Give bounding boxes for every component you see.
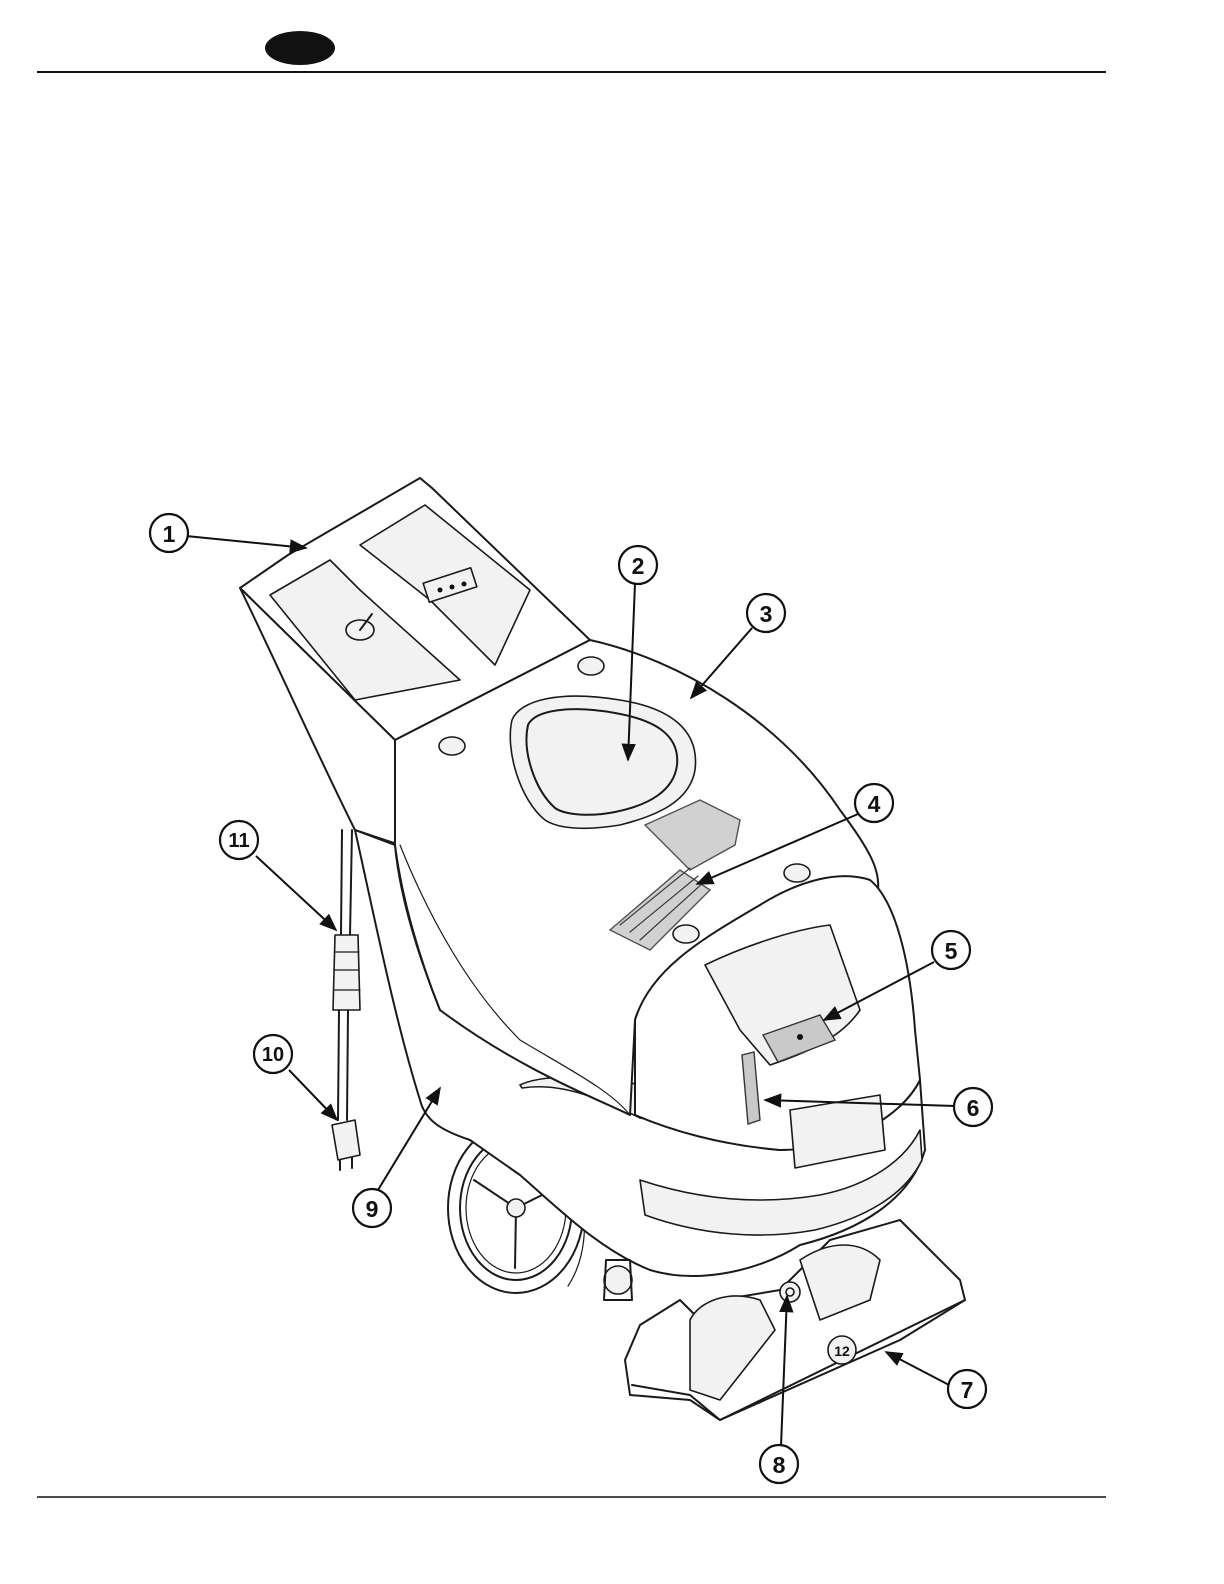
svg-text:6: 6 xyxy=(967,1095,980,1121)
drain-valve xyxy=(780,1282,800,1302)
power-plug xyxy=(332,1120,360,1160)
svg-text:8: 8 xyxy=(773,1452,786,1478)
callout-2: 2 xyxy=(619,546,657,584)
svg-text:1: 1 xyxy=(163,521,176,547)
tank-knob xyxy=(784,864,810,882)
callout-7: 7 xyxy=(948,1370,986,1408)
svg-text:7: 7 xyxy=(961,1377,974,1403)
svg-text:11: 11 xyxy=(228,830,249,852)
callout-4: 4 xyxy=(855,784,893,822)
svg-text:3: 3 xyxy=(760,601,773,627)
carpet-extractor-illustration: 12 xyxy=(240,478,965,1420)
svg-text:4: 4 xyxy=(868,791,881,817)
callout-1: 1 xyxy=(150,514,188,552)
tank-knob xyxy=(439,737,465,755)
language-badge xyxy=(265,31,335,65)
page-header xyxy=(37,31,1106,72)
tank-knob xyxy=(578,657,604,675)
tank-knob xyxy=(673,925,699,943)
svg-text:2: 2 xyxy=(632,553,645,579)
callout-11: 11 xyxy=(220,821,258,859)
svg-text:5: 5 xyxy=(945,938,958,964)
callout-8: 8 xyxy=(760,1445,798,1483)
callout-10: 10 xyxy=(254,1035,292,1073)
cord-strain-relief xyxy=(333,935,360,1010)
svg-text:10: 10 xyxy=(262,1044,284,1066)
callout-9: 9 xyxy=(353,1189,391,1227)
callout-5: 5 xyxy=(932,931,970,969)
callout-6: 6 xyxy=(954,1088,992,1126)
callout-3: 3 xyxy=(747,594,785,632)
nozzle-emblem-label: 12 xyxy=(834,1343,850,1359)
svg-text:9: 9 xyxy=(366,1196,379,1222)
